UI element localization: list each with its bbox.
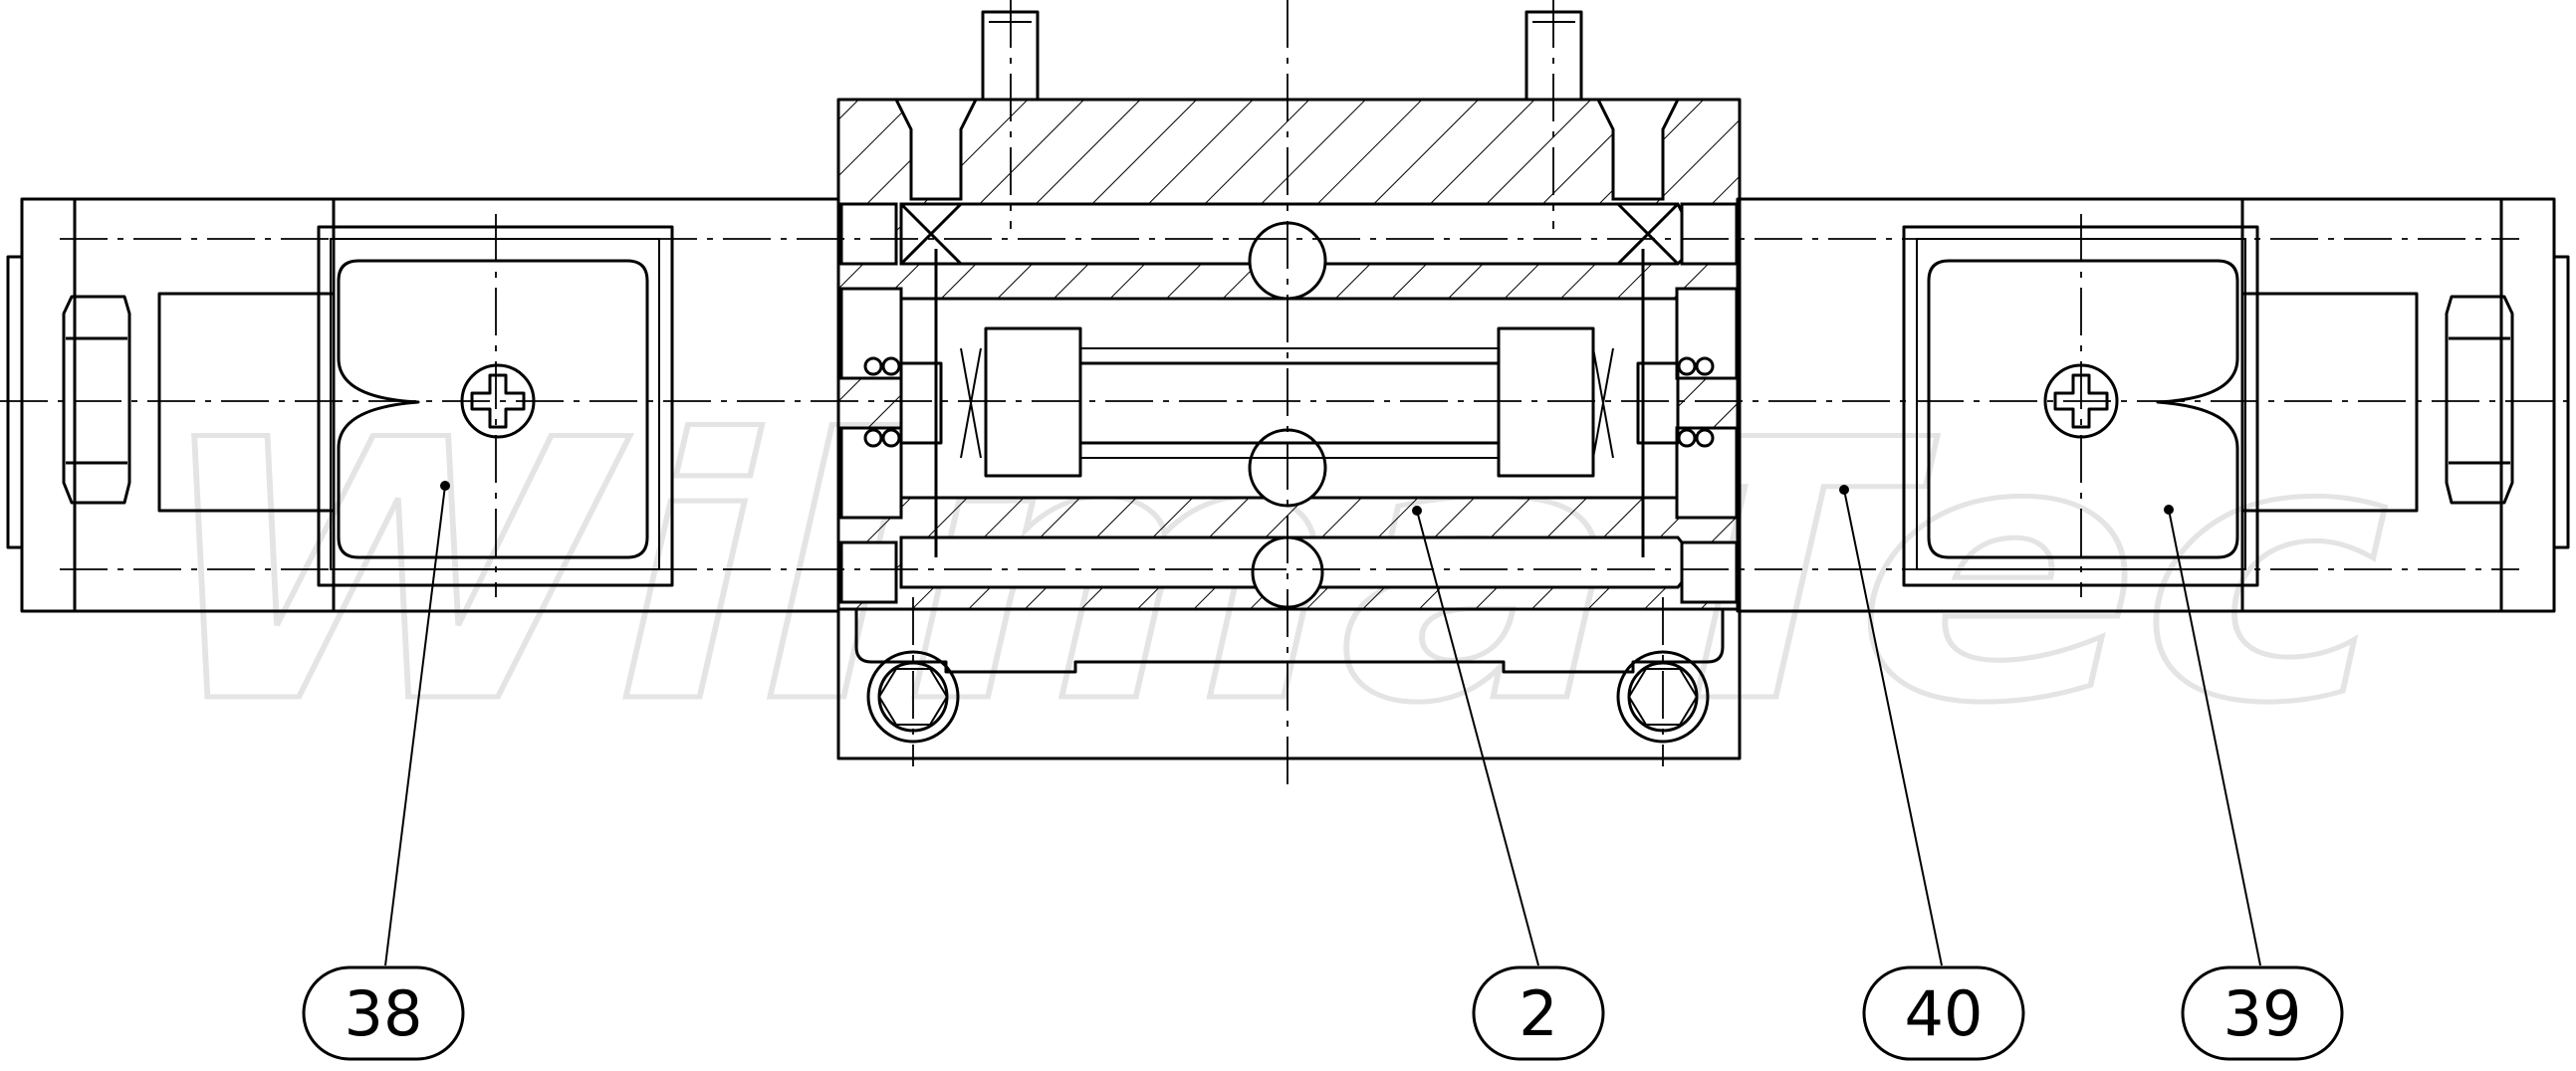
callout-39-label: 39 [2224, 977, 2302, 1050]
valve-body [836, 10, 1742, 760]
callout-39: 39 [2181, 965, 2344, 1061]
callout-2-label: 2 [1519, 977, 1557, 1050]
callout-2: 2 [1472, 965, 1605, 1061]
left-solenoid [6, 197, 840, 613]
left-seal-assembly [839, 202, 963, 604]
right-seal-assembly [1616, 202, 1739, 604]
callout-40-label: 40 [1905, 977, 1984, 1050]
leader-lines [384, 485, 2261, 966]
leader-dot-39 [2164, 505, 2174, 515]
callout-38-label: 38 [345, 977, 423, 1050]
callout-40: 40 [1862, 965, 2025, 1061]
center-lines [0, 0, 2576, 786]
callout-38: 38 [302, 965, 465, 1061]
